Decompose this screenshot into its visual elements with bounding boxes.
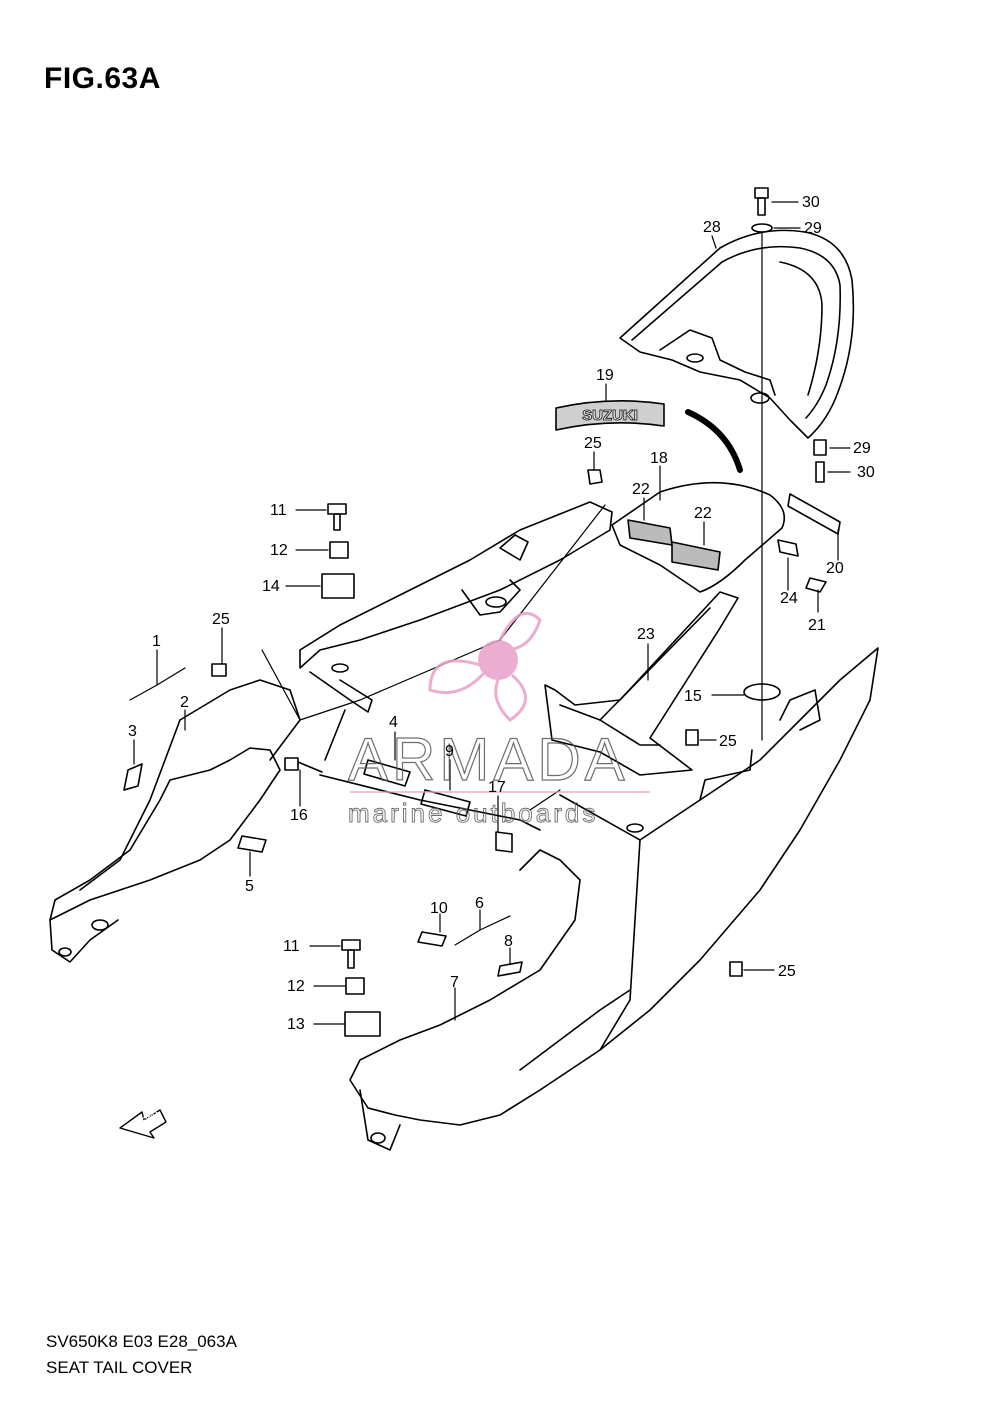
callout-25-top: 25	[584, 435, 602, 452]
callout-20: 20	[826, 560, 844, 577]
emblem-text: SUZUKI	[582, 407, 638, 424]
callout-7: 7	[450, 974, 459, 991]
callout-8: 8	[504, 933, 513, 950]
leader-lines	[129, 201, 851, 1025]
callout-17: 17	[488, 779, 506, 796]
callout-26: 28	[703, 219, 721, 236]
watermark-tagline: marine outboards	[348, 798, 598, 828]
left-side-cover	[49, 679, 301, 963]
callout-12-upper: 12	[270, 542, 288, 559]
callout-11-upper: 11	[270, 502, 287, 519]
figure-title: FIG.63A	[44, 62, 161, 95]
callout-19: 19	[596, 367, 614, 384]
callout-11-lower: 11	[283, 938, 300, 955]
callout-numbers: 30 29 28 19 25 18 22 22 29 30 20 24 21 2…	[128, 194, 875, 1033]
callout-18: 18	[650, 450, 668, 467]
callout-6: 6	[475, 895, 484, 912]
fasteners	[123, 187, 827, 1037]
callout-10: 10	[430, 900, 448, 917]
tape-part-21	[805, 577, 827, 593]
callout-27: 30	[802, 194, 820, 211]
fwd-arrow-icon	[119, 1109, 167, 1139]
callout-24: 24	[780, 590, 798, 607]
center-frame-part-23	[544, 591, 739, 776]
curved-stripe	[685, 409, 743, 473]
callout-29: 29	[853, 440, 871, 457]
callout-30: 30	[857, 464, 875, 481]
suzuki-emblem-part-19	[555, 400, 665, 431]
right-side-cover	[349, 647, 879, 1151]
callout-5: 5	[245, 878, 254, 895]
callout-13: 13	[287, 1016, 305, 1033]
callout-15: 15	[684, 688, 702, 705]
callout-3: 3	[128, 723, 137, 740]
clip-part-24	[777, 539, 799, 557]
pad-strip-part-20	[787, 493, 841, 535]
callout-1: 1	[152, 633, 161, 650]
callout-25-left: 25	[212, 611, 230, 628]
grab-rail-part-26	[619, 229, 855, 439]
callout-23: 23	[637, 626, 655, 643]
callout-4: 4	[389, 714, 398, 731]
harness-line	[319, 774, 541, 831]
callout-22-left: 22	[632, 481, 650, 498]
callout-28: 29	[804, 220, 822, 237]
callout-9: 9	[445, 743, 454, 760]
callout-16: 16	[290, 807, 308, 824]
section-name: SEAT TAIL COVER	[46, 1358, 193, 1377]
callout-22-right: 22	[694, 505, 712, 522]
model-code: SV650K8 E03 E28_063A	[46, 1332, 237, 1351]
callout-12-lower: 12	[287, 978, 305, 995]
tail-piece-part-18	[611, 481, 786, 593]
support-bar	[324, 709, 346, 761]
callout-25-lower-right: 25	[778, 963, 796, 980]
callout-14: 14	[262, 578, 280, 595]
watermark-brand: ARMADA	[348, 726, 629, 793]
armada-watermark: ARMADA marine outboards	[347, 611, 650, 828]
rear-frame	[299, 501, 613, 713]
callout-25-right: 25	[719, 733, 737, 750]
callout-2: 2	[180, 694, 189, 711]
callout-21: 21	[808, 617, 826, 634]
